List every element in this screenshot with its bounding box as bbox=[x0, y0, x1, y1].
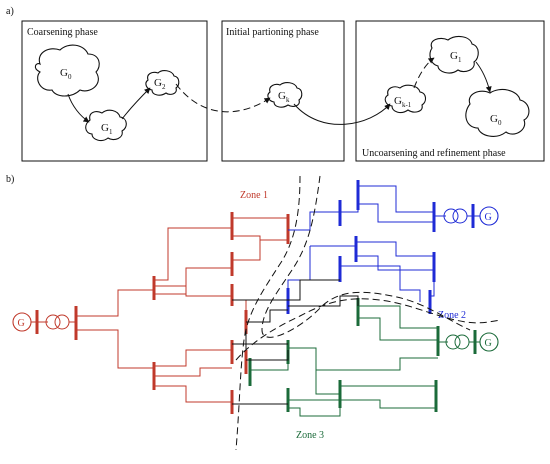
graph-gk-label: Gk bbox=[278, 90, 290, 104]
boundary-zone2-3 bbox=[235, 298, 501, 361]
zone-2-network: G bbox=[286, 180, 499, 314]
graph-g0-right bbox=[465, 88, 530, 137]
arrow-g1-g0 bbox=[475, 61, 492, 93]
boundary-zone1-a bbox=[235, 175, 301, 451]
panel-b-label: b) bbox=[6, 174, 14, 185]
uncoarsening-box bbox=[355, 20, 545, 162]
graph-gk-1-label: Gk-1 bbox=[394, 95, 412, 109]
coarsening-box bbox=[21, 20, 208, 162]
graph-g0-left-label: G0 bbox=[60, 67, 72, 81]
graph-gk bbox=[267, 82, 303, 108]
graph-g1-left bbox=[85, 109, 127, 142]
zone-3-label: Zone 3 bbox=[296, 430, 324, 441]
zone-boundaries bbox=[235, 175, 501, 451]
graph-g1-left-label: G1 bbox=[101, 122, 113, 136]
graph-g1-right bbox=[429, 35, 479, 74]
zone-1-label: Zone 1 bbox=[240, 190, 268, 201]
zone-2-label: Zone 2 bbox=[438, 310, 466, 321]
graph-g2 bbox=[145, 70, 180, 96]
generator-zone-3 bbox=[479, 332, 499, 352]
initial-partitioning-label: Initial partioning phase bbox=[226, 27, 319, 38]
graph-g0-right-label: G0 bbox=[490, 113, 502, 127]
graph-g2-label: G2 bbox=[154, 77, 166, 91]
arrow-gk1-g1 bbox=[413, 57, 435, 89]
uncoarsening-label: Uncoarsening and refinement phase bbox=[362, 148, 506, 159]
transformer-zone-2 bbox=[443, 208, 459, 224]
panel-b: b) Zone 1 Zone 2 Zone 3 G bbox=[6, 174, 501, 451]
arrow-g0-g1 bbox=[67, 93, 90, 123]
coarsening-phase-label: Coarsening phase bbox=[27, 27, 98, 38]
zone-3-network: G bbox=[248, 298, 499, 417]
graph-gk-1 bbox=[384, 84, 427, 114]
arrow-gk-gk1 bbox=[293, 103, 391, 125]
generator-zone-3-label: G bbox=[485, 338, 492, 349]
graph-g0-left bbox=[34, 44, 100, 97]
boundary-zone1-2 bbox=[261, 175, 471, 338]
generator-zone-1-label: G bbox=[18, 318, 25, 329]
arrow-g1-g2 bbox=[121, 87, 151, 120]
arrow-g2-gk bbox=[175, 83, 271, 113]
panel-a: a) Coarsening phase Initial partioning p… bbox=[6, 6, 545, 162]
zone-1-network: G bbox=[12, 212, 290, 414]
generator-zone-2 bbox=[479, 206, 499, 226]
transformer-zone-1 bbox=[45, 314, 61, 330]
initial-partitioning-box bbox=[221, 20, 345, 162]
graph-g1-right-label: G1 bbox=[450, 50, 462, 64]
panel-a-label: a) bbox=[6, 6, 14, 17]
generator-zone-2-label: G bbox=[485, 212, 492, 223]
transformer-zone-3 bbox=[445, 334, 461, 350]
